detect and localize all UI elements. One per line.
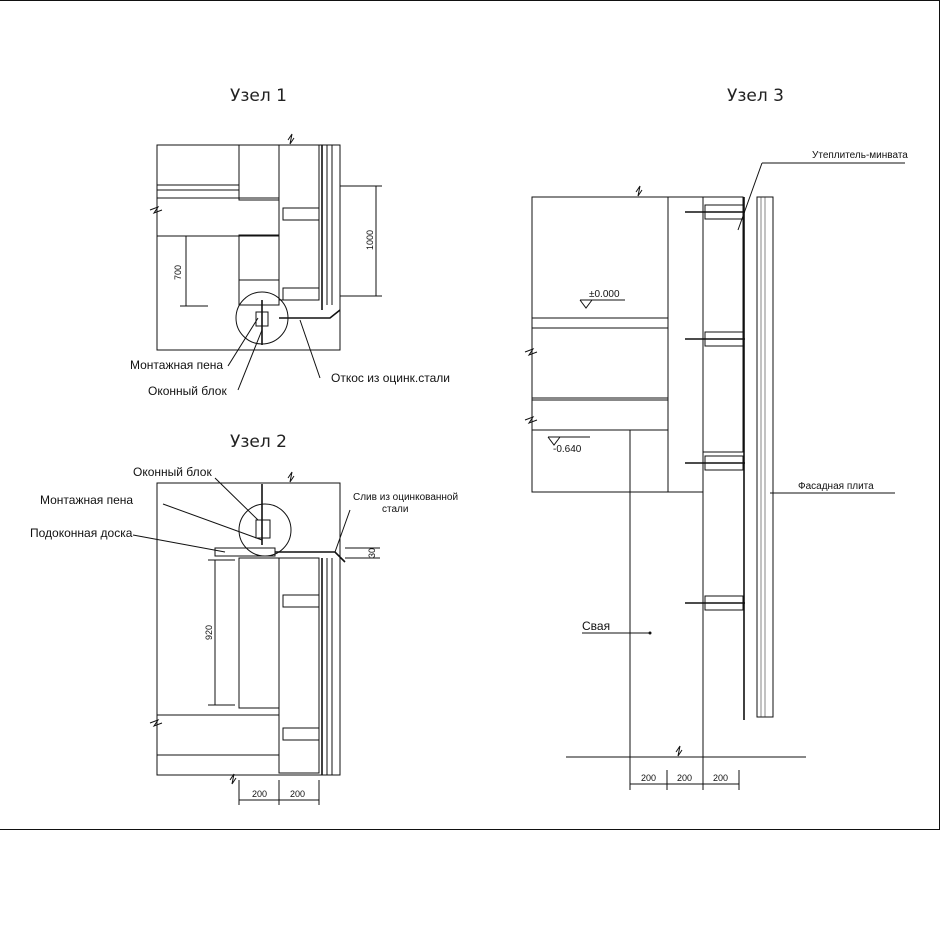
node3-level-bottom: -0.640 [553, 444, 582, 455]
node1-label-foam: Монтажная пена [130, 358, 223, 372]
node3-drawing: Узел 3 [524, 86, 908, 790]
node3-title: Узел 3 [727, 86, 784, 106]
node2-dim-bottom-2: 200 [290, 789, 305, 799]
node3-label-insulation: Утеплитель-минвата [812, 150, 908, 161]
node1-dim-1000: 1000 [365, 230, 375, 250]
node3-dim-bottom-1: 200 [641, 773, 656, 783]
node2-drawing: Узел 2 920 30 [30, 432, 458, 805]
node3-dim-bottom-3: 200 [713, 773, 728, 783]
node1-title: Узел 1 [230, 86, 287, 106]
node2-label-sill: Подоконная доска [30, 526, 133, 540]
node3-dim-bottom-2: 200 [677, 773, 692, 783]
node1-label-window: Оконный блок [148, 384, 227, 398]
node2-dim-bottom-1: 200 [252, 789, 267, 799]
node1-drawing: Узел 1 700 1000 [130, 86, 450, 398]
node3-brackets [685, 204, 745, 611]
node1-dim-700: 700 [173, 265, 183, 280]
node3-label-facade: Фасадная плита [798, 481, 874, 492]
node2-label-drip-line1: Слив из оцинкованной [353, 492, 458, 503]
node2-dim-30: 30 [367, 548, 377, 558]
node2-dim-920: 920 [204, 625, 214, 640]
sheet-frame [0, 0, 940, 830]
node2-label-window: Оконный блок [133, 465, 212, 479]
node3-level-top: ±0.000 [589, 289, 620, 300]
node2-label-foam: Монтажная пена [40, 493, 133, 507]
node3-label-pile: Свая [582, 619, 610, 633]
node2-label-drip-line2: стали [382, 504, 408, 515]
node2-title: Узел 2 [230, 432, 287, 452]
node1-label-slope: Откос из оцинк.стали [331, 371, 450, 385]
